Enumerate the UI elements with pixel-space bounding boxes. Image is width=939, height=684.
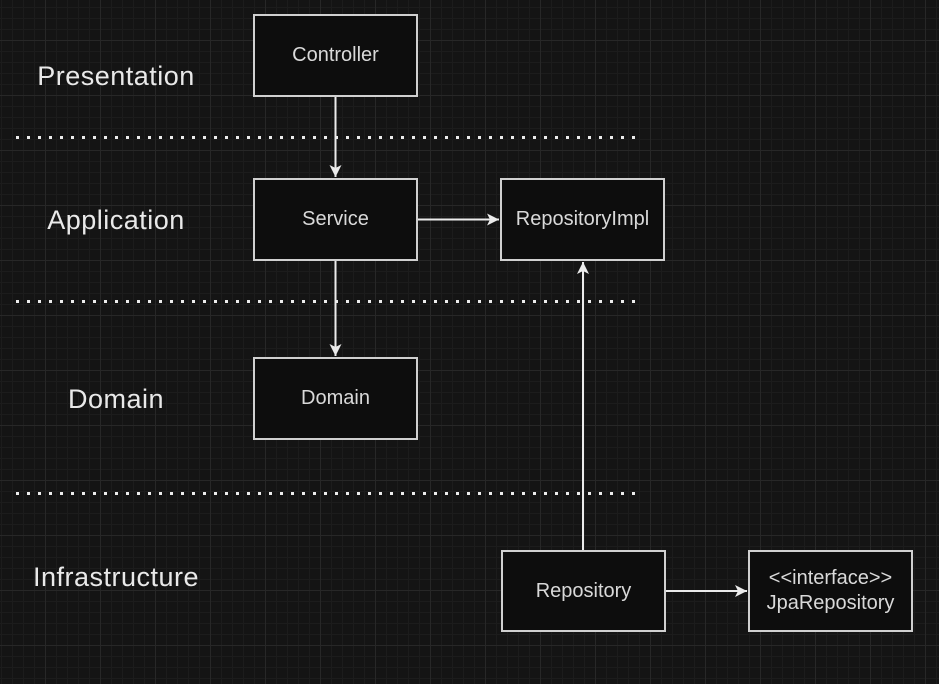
layer-label-infrastructure[interactable]: Infrastructure	[32, 562, 200, 592]
node-service[interactable]: Service	[253, 178, 418, 261]
layer-label-domain[interactable]: Domain	[67, 384, 165, 414]
layer-separator-application-domain[interactable]	[16, 300, 636, 303]
node-jpa-repository-stereotype: <<interface>>	[768, 567, 893, 589]
node-service-label: Service	[302, 208, 369, 230]
node-jpa-repository-label: JpaRepository	[766, 592, 895, 614]
layer-label-application[interactable]: Application	[47, 205, 185, 235]
layer-separator-presentation-application[interactable]	[16, 136, 636, 139]
node-repository-impl[interactable]: RepositoryImpl	[500, 178, 665, 261]
node-jpa-repository[interactable]: <<interface>> JpaRepository	[748, 550, 913, 632]
node-controller[interactable]: Controller	[253, 14, 418, 97]
layer-label-presentation[interactable]: Presentation	[37, 61, 195, 91]
node-controller-label: Controller	[292, 44, 379, 66]
node-repository-impl-label: RepositoryImpl	[515, 208, 650, 230]
node-repository[interactable]: Repository	[501, 550, 666, 632]
node-repository-label: Repository	[535, 579, 632, 602]
node-domain-label: Domain	[301, 387, 370, 409]
layer-separator-domain-infrastructure[interactable]	[16, 492, 636, 495]
node-domain[interactable]: Domain	[253, 357, 418, 440]
